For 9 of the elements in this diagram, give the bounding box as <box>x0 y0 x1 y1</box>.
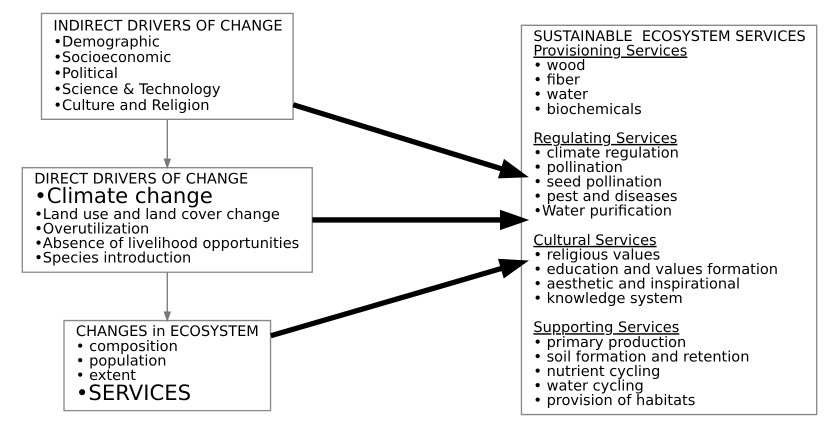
node-box: SUSTAINABLE ECOSYSTEM SERVICES Provisioning Services • wood • fiber • water • biochemicals Regulating Services • climate regulation • pollination • seed pollination • pest and diseases •Water purification Cultural Services • religious values • education and values formation • aesthetic and inspirational • knowledge system Supporting Services • primary production • soil formation and retention • nutrient cycling • water cycling • provision of habitats <box>520 24 818 416</box>
node-box: CHANGES in ECOSYSTEM • composition • population • extent •SERVICES <box>63 320 272 412</box>
arrow <box>164 272 171 322</box>
arrow <box>292 102 529 178</box>
node-box: INDIRECT DRIVERS OF CHANGE •Demographic •Socioeconomic •Political •Science & Technology •Culture and Religion <box>40 12 294 120</box>
arrow <box>164 120 171 170</box>
arrow <box>270 258 529 338</box>
node-box: DIRECT DRIVERS OF CHANGE •Climate change •Land use and land cover change •Overutilization •Absence of livelihood opportunities •Species introduction <box>22 167 313 273</box>
arrow <box>312 210 530 230</box>
